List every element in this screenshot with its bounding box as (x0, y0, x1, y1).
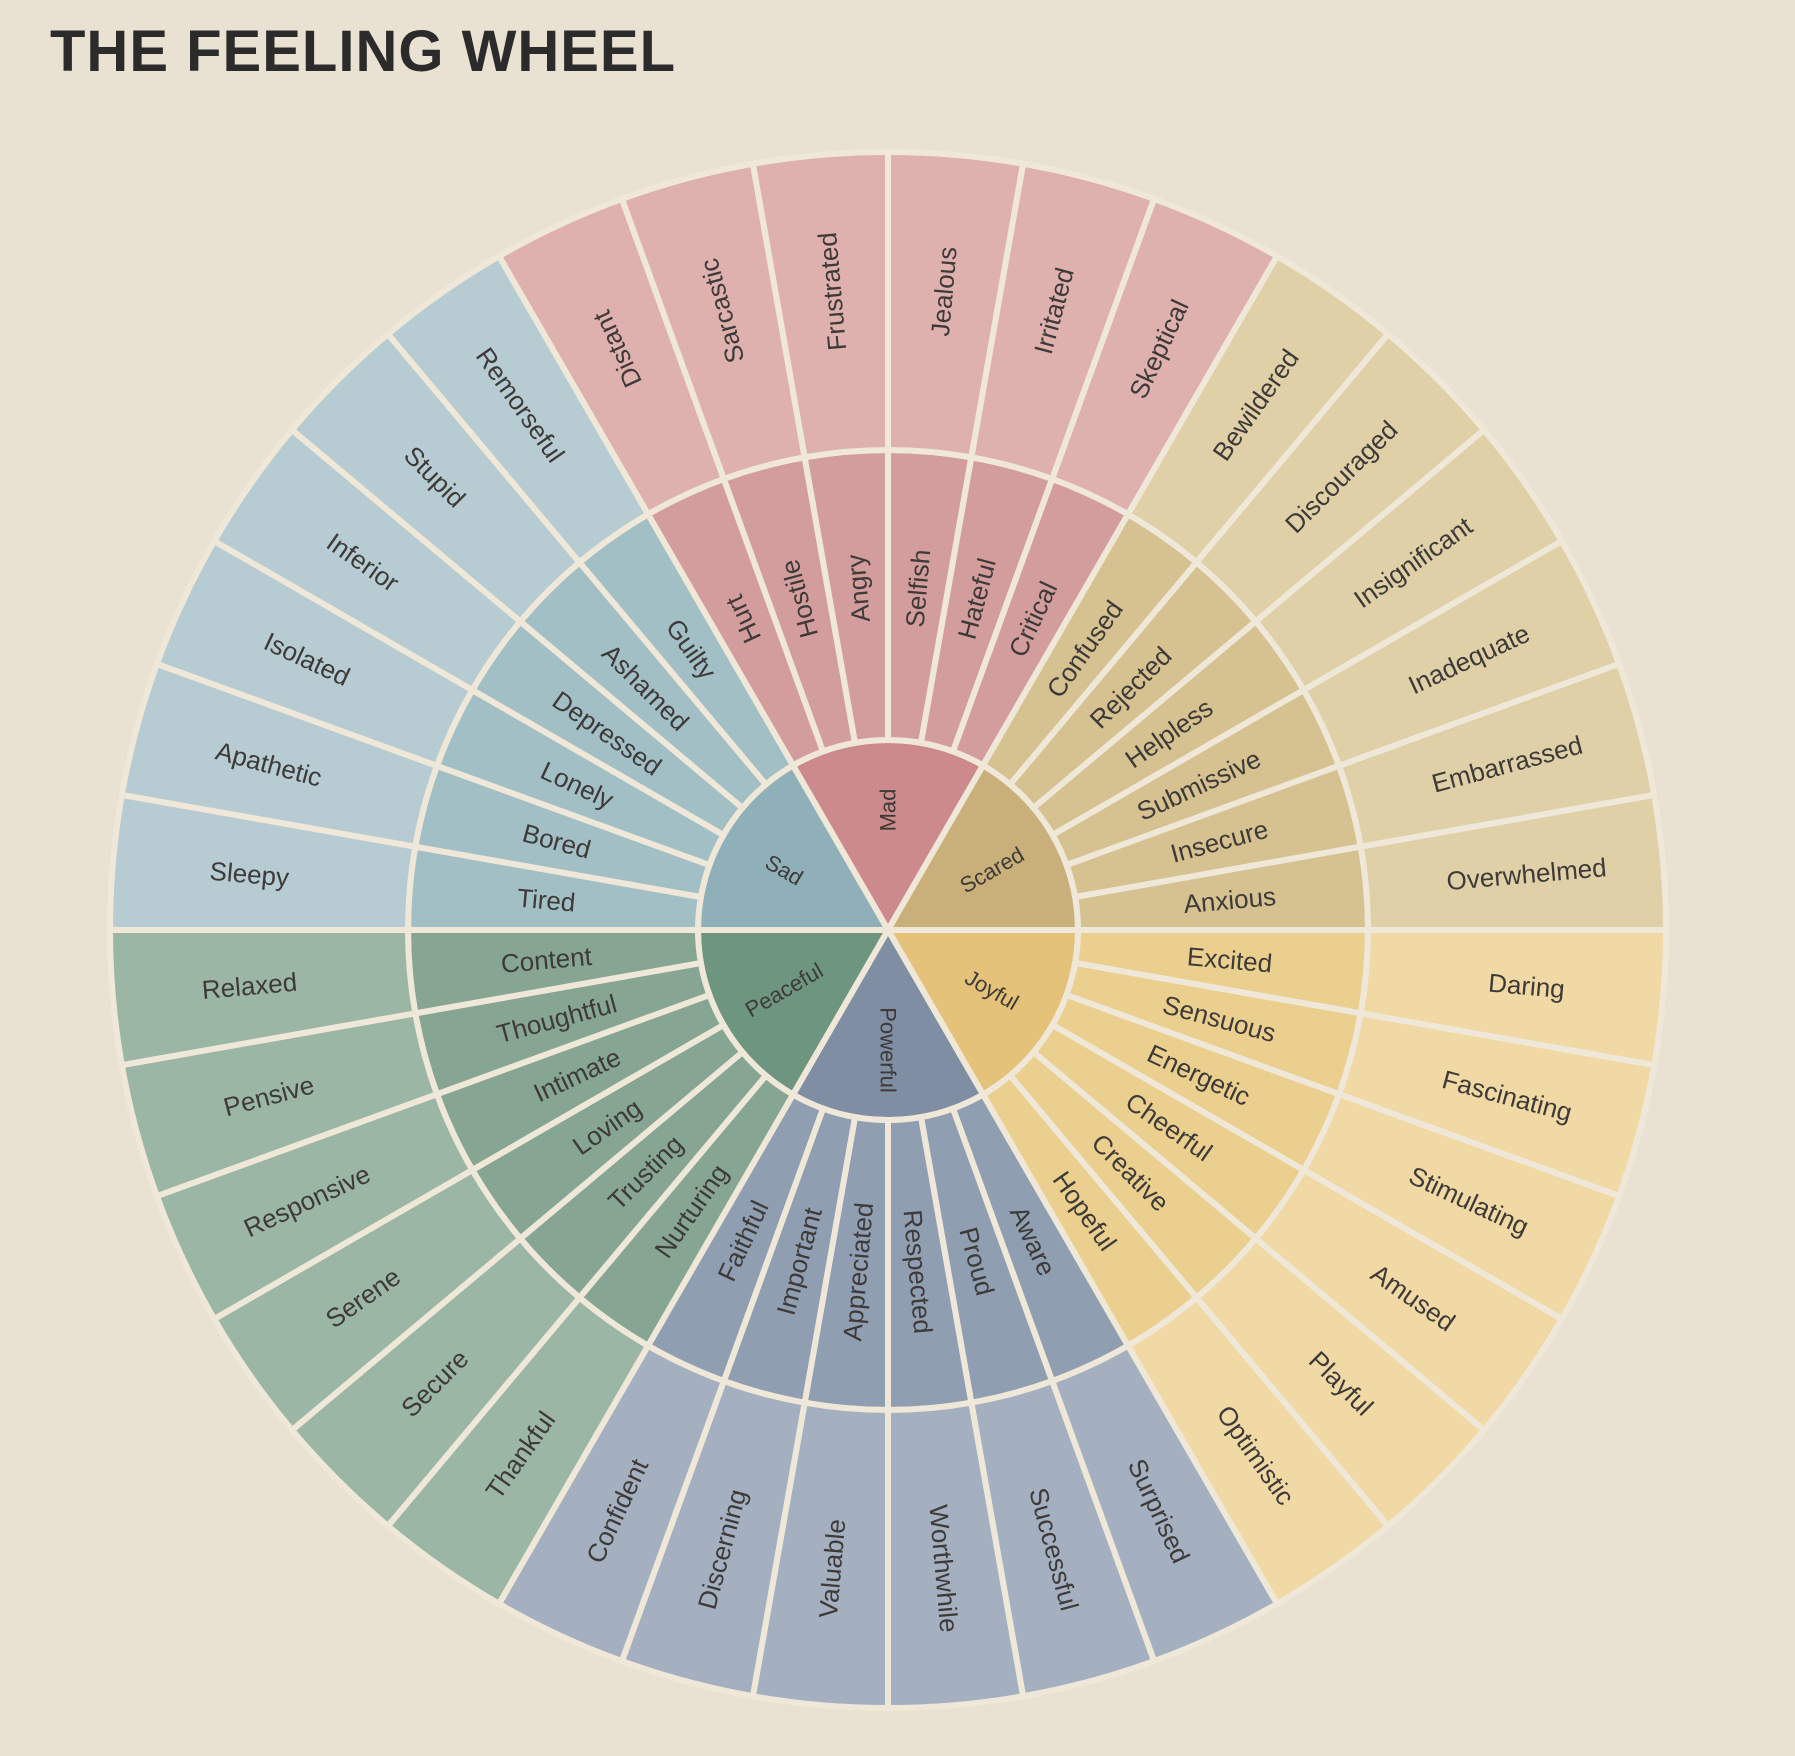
category-joyful (882, 927, 1670, 1608)
category-scared (882, 252, 1670, 933)
category-powerful (494, 924, 1282, 1712)
tertiary-label: Daring (1487, 968, 1566, 1005)
secondary-label: Excited (1186, 941, 1274, 978)
category-peaceful (106, 927, 894, 1608)
tertiary-segment-remorseful[interactable] (383, 252, 653, 567)
secondary-label: Tired (516, 883, 577, 918)
secondary-label: Selfish (900, 548, 937, 628)
core-label: Mad (876, 789, 901, 832)
core-label: Powerful (876, 1007, 901, 1093)
category-mad (494, 148, 1282, 937)
category-sad (106, 252, 894, 933)
secondary-label: Angry (840, 553, 876, 623)
page-title: THE FEELING WHEEL (50, 19, 676, 84)
tertiary-label: Sleepy (209, 856, 291, 893)
